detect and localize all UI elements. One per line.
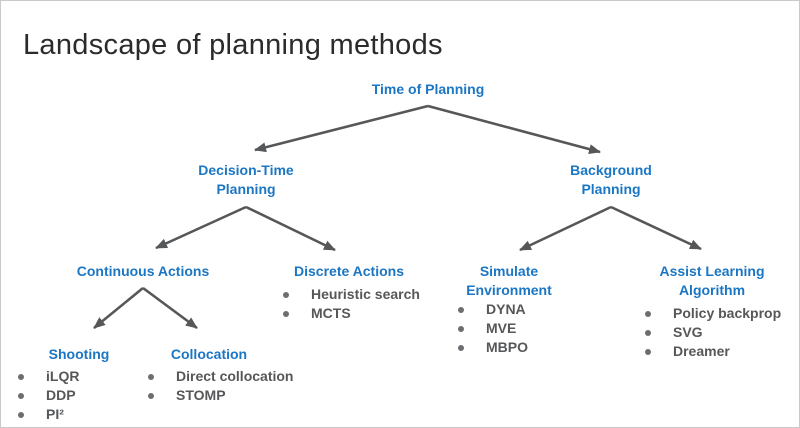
simulate-environment-list: DYNA MVE MBPO xyxy=(458,300,528,357)
bullet-icon xyxy=(458,325,464,332)
edge-background-to-assist xyxy=(610,205,702,251)
list-item: DDP xyxy=(18,386,79,405)
list-item-label: Dreamer xyxy=(673,343,730,359)
discrete-actions-list: Heuristic search MCTS xyxy=(283,285,420,323)
edge-background-to-simulate xyxy=(519,205,612,252)
list-item: DYNA xyxy=(458,300,528,319)
edge-decision-to-continuous xyxy=(155,205,247,250)
list-item-label: MCTS xyxy=(311,305,351,321)
assist-learning-list: Policy backprop SVG Dreamer xyxy=(645,304,781,361)
node-continuous-actions: Continuous Actions xyxy=(76,263,210,279)
list-item-label: iLQR xyxy=(46,368,80,384)
node-collocation: Collocation xyxy=(170,346,248,362)
list-item-label: DDP xyxy=(46,387,76,403)
list-item: SVG xyxy=(645,323,781,342)
list-item-label: Direct collocation xyxy=(176,368,294,384)
list-item: MVE xyxy=(458,319,528,338)
list-item: MCTS xyxy=(283,304,420,323)
bullet-icon xyxy=(283,310,289,317)
list-item: Direct collocation xyxy=(148,367,293,386)
node-time-of-planning: Time of Planning xyxy=(371,81,485,97)
edge-continuous-to-collocation xyxy=(142,286,198,330)
collocation-list: Direct collocation STOMP xyxy=(148,367,293,405)
list-item-label: MBPO xyxy=(486,339,528,355)
list-item-label: DYNA xyxy=(486,301,526,317)
bullet-icon xyxy=(148,373,154,380)
list-item: Heuristic search xyxy=(283,285,420,304)
list-item: PI² xyxy=(18,405,79,424)
bullet-icon xyxy=(458,344,464,351)
page-title: Landscape of planning methods xyxy=(23,29,443,61)
node-background-planning: Background Planning xyxy=(570,162,652,197)
node-shooting: Shooting xyxy=(48,346,110,362)
list-item: MBPO xyxy=(458,338,528,357)
bullet-icon xyxy=(645,348,651,355)
list-item-label: SVG xyxy=(673,324,703,340)
edge-decision-to-discrete xyxy=(245,205,336,252)
list-item-label: Policy backprop xyxy=(673,305,782,321)
bullet-icon xyxy=(645,329,651,336)
node-discrete-actions: Discrete Actions xyxy=(294,263,404,279)
bullet-icon xyxy=(18,392,24,399)
list-item-label: STOMP xyxy=(176,387,226,403)
list-item: STOMP xyxy=(148,386,293,405)
list-item-label: PI² xyxy=(46,406,64,422)
list-item: iLQR xyxy=(18,367,79,386)
bullet-icon xyxy=(645,310,651,317)
list-item-label: Heuristic search xyxy=(311,286,420,302)
list-item: Dreamer xyxy=(645,342,781,361)
bullet-icon xyxy=(18,373,24,380)
node-assist-learning-algorithm: Assist Learning Algorithm xyxy=(659,263,765,298)
list-item: Policy backprop xyxy=(645,304,781,323)
bullet-icon xyxy=(458,306,464,313)
edge-continuous-to-shooting xyxy=(93,286,144,330)
bullet-icon xyxy=(148,392,154,399)
bullet-icon xyxy=(18,411,24,418)
bullet-icon xyxy=(283,291,289,298)
node-decision-time-planning: Decision-Time Planning xyxy=(198,162,294,197)
list-item-label: MVE xyxy=(486,320,517,336)
edge-root-to-decision-time xyxy=(254,104,429,153)
edge-root-to-background xyxy=(427,104,601,154)
node-simulate-environment: Simulate Environment xyxy=(466,263,552,298)
shooting-list: iLQR DDP PI² xyxy=(18,367,79,424)
